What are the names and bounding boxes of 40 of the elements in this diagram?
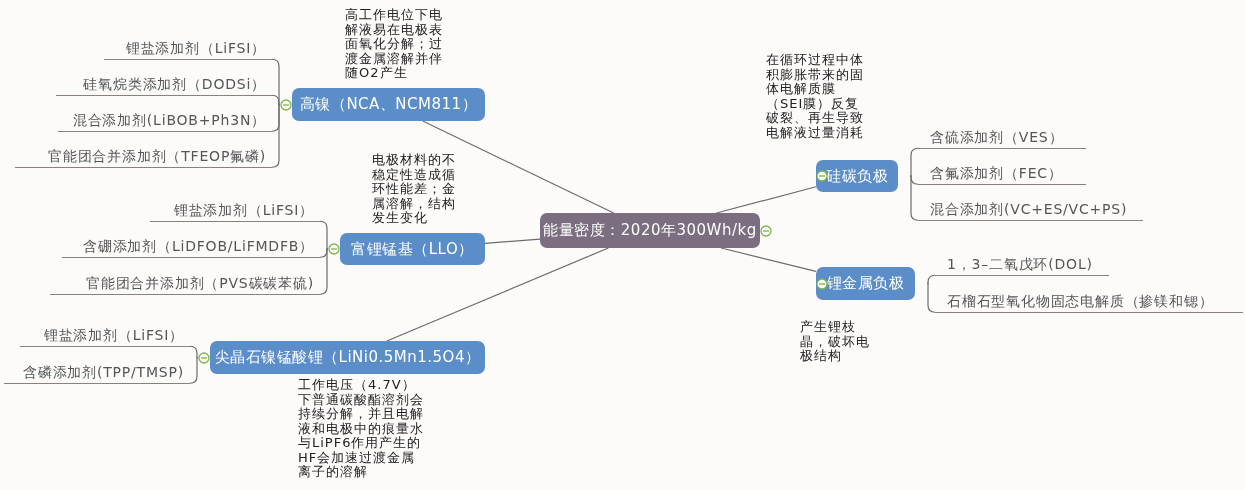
connector-line — [271, 103, 281, 168]
subtopic-label: 含硼添加剂（LiDFOB/LiFMDFB） — [62, 236, 320, 258]
connector-line — [926, 274, 936, 285]
subtopic-label: 石榴石型氧化物固态电解质（掺镁和锶） — [935, 291, 1243, 313]
connector-line — [422, 120, 615, 214]
subtopic-label: 混合添加剂(VC+ES/VC+PS) — [918, 199, 1143, 221]
connector-line — [189, 356, 199, 384]
subtopic-label: 含硫添加剂（VES） — [918, 127, 1086, 149]
subtopic-label: 官能团合并添加剂（TFEOP氟磷) — [15, 146, 272, 168]
subtopic-label: 混合添加剂(LiBOB+Ph3N） — [58, 110, 272, 132]
subtopic-label: 含磷添加剂(TPP/TMSP) — [4, 362, 190, 384]
subtopic-label: 含氟添加剂（FEC） — [918, 163, 1086, 185]
connector-line — [319, 248, 329, 295]
connector-line — [909, 175, 919, 221]
subtopic-label: 锂盐添加剂（LiFSI） — [150, 200, 320, 222]
connector-line — [386, 247, 609, 342]
note-text: 在循环过程中体积膨胀带来的固体电解质膜（SEI膜）反复破裂、再生导致电解液过量消耗 — [766, 53, 865, 140]
topic-label: 富锂锰基（LLO） — [351, 239, 474, 259]
connector-line — [926, 282, 936, 313]
central-topic-box: 能量密度：2020年300Wh/kg — [540, 213, 760, 248]
subtopic-label: 锂盐添加剂（LiFSI） — [20, 325, 190, 347]
connector-line — [484, 238, 541, 244]
note-text: 产生锂枝晶，破坏电极结构 — [800, 320, 871, 364]
topic-label: 尖晶石镍锰酸锂（LiNi0.5Mn1.5O4） — [214, 348, 481, 367]
connector-line — [715, 186, 817, 214]
note-text: 电极材料的不稳定性造成循环性能差；金属溶解，结构发生变化 — [372, 153, 457, 226]
note-text: 高工作电位下电解液易在电极表面氧化分解；过渡金属溶解并伴随O2产生 — [345, 8, 444, 81]
note-text: 工作电压（4.7V）下普通碳酸酯溶剂会持续分解，并且电解液和电极中的痕量水与LiPF6作用产生的HF会加速过渡金属离子的溶解 — [298, 378, 424, 480]
connector-line — [720, 247, 817, 272]
topic-label: 硅碳负极 — [826, 166, 888, 186]
connector-line — [319, 220, 329, 250]
subtopic-label: 硅氧烷类添加剂（DODSi） — [56, 74, 272, 96]
topic-label: 高镍（NCA、NCM811） — [299, 95, 478, 114]
subtopic-label: 锂盐添加剂（LiFSI） — [104, 38, 272, 60]
subtopic-label: 1，3–二氧戊环(DOL) — [935, 254, 1109, 276]
connector-line — [271, 94, 281, 106]
connector-line — [189, 345, 199, 359]
connector-line — [909, 147, 919, 177]
subtopic-label: 官能团合并添加剂（PVS碳碳苯硫) — [50, 273, 320, 295]
topic-label: 锂金属负极 — [826, 274, 905, 293]
